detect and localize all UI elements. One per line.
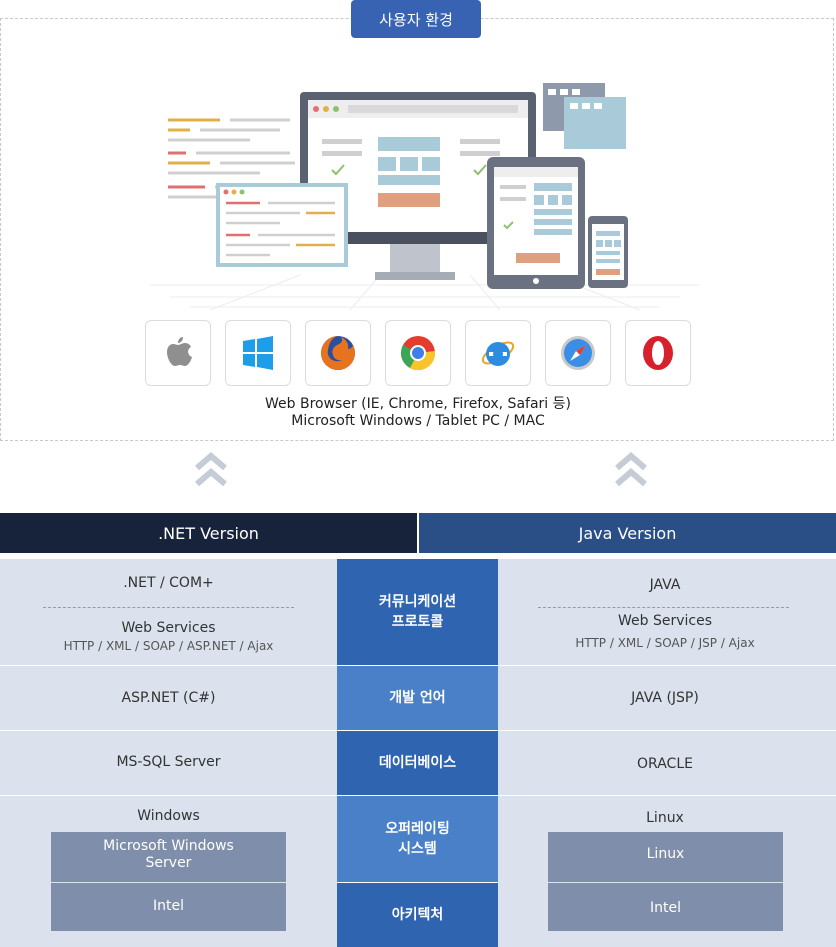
net-protocol-top: .NET / COM+ [123, 575, 214, 591]
ie-icon [465, 320, 531, 386]
environment-title: 사용자 환경 [351, 0, 481, 38]
language-label: 개발 언어 [337, 666, 498, 730]
java-protocol-top: JAVA [649, 577, 681, 593]
java-os-box: Linux [646, 846, 685, 862]
net-architecture: Intel [153, 898, 184, 914]
java-architecture: Intel [650, 900, 681, 916]
java-version-header: Java Version [419, 513, 836, 553]
platforms-text: Microsoft Windows / Tablet PC / MAC [291, 413, 545, 429]
architecture-label: 아키텍처 [337, 883, 498, 947]
java-os-top: Linux [646, 810, 684, 826]
double-chevron-up-icon [615, 452, 647, 487]
divider [43, 607, 294, 608]
net-database: MS-SQL Server [116, 754, 221, 770]
java-protocol-sub: HTTP / XML / SOAP / JSP / Ajax [575, 636, 755, 650]
windows-icon [225, 320, 291, 386]
safari-icon [545, 320, 611, 386]
net-version-header: .NET Version [0, 513, 417, 553]
database-label: 데이터베이스 [337, 731, 498, 795]
device-illustration [150, 83, 700, 310]
net-os-top: Windows [137, 808, 200, 824]
apple-icon [145, 320, 211, 386]
net-protocol-title: Web Services [121, 620, 216, 636]
platform-icons-row [145, 320, 691, 386]
opera-icon [625, 320, 691, 386]
net-language: ASP.NET (C#) [121, 690, 216, 706]
java-language: JAVA (JSP) [631, 690, 699, 706]
divider [538, 607, 789, 608]
double-chevron-up-icon [195, 452, 227, 487]
chrome-icon [385, 320, 451, 386]
firefox-icon [305, 320, 371, 386]
java-protocol-title: Web Services [617, 613, 712, 629]
java-platform-box [548, 832, 783, 931]
net-protocol-sub: HTTP / XML / SOAP / ASP.NET / Ajax [63, 639, 274, 653]
net-platform-box [51, 832, 286, 931]
browsers-text: Web Browser (IE, Chrome, Firefox, Safari… [265, 396, 571, 412]
java-database: ORACLE [637, 756, 693, 772]
